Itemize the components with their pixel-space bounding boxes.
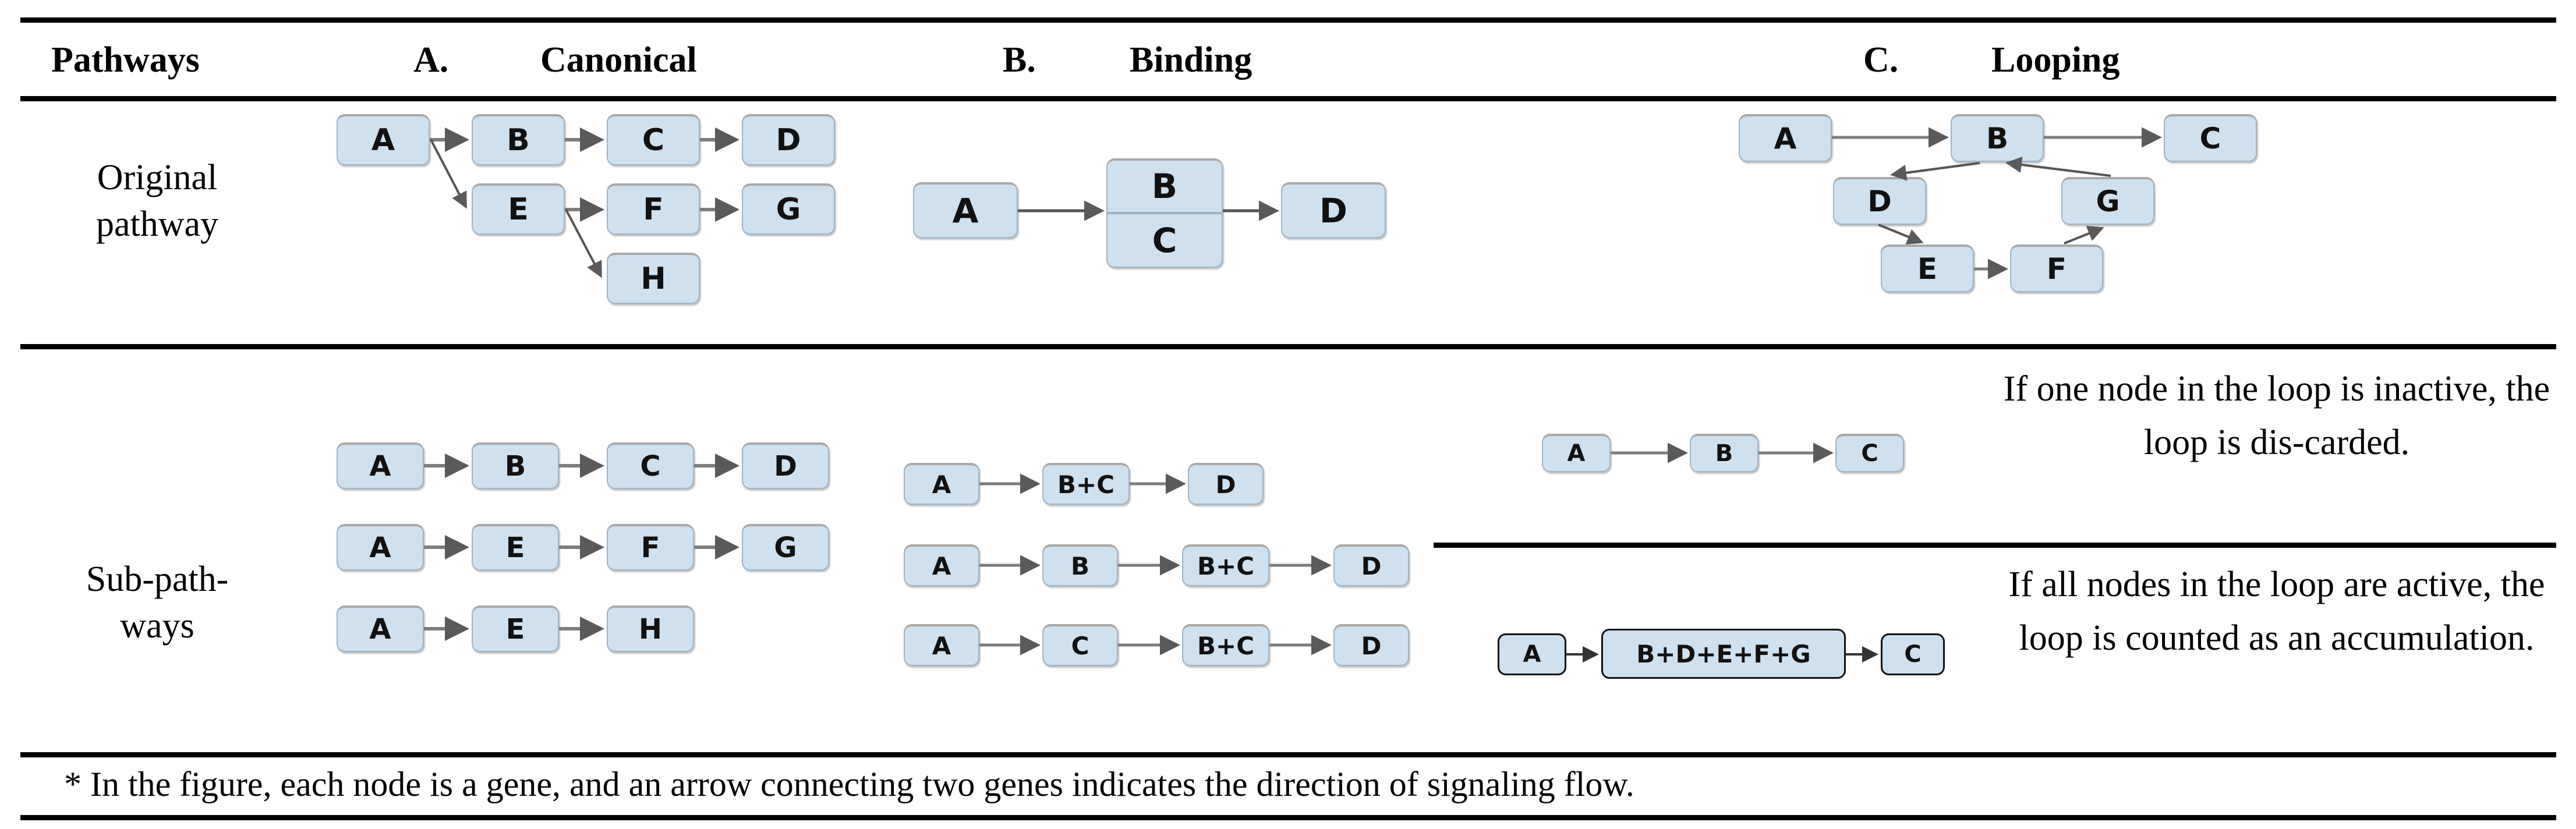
note-active-loop: If all nodes in the loop are active, the… <box>2008 565 2545 658</box>
rule-top <box>20 17 2556 23</box>
node-binding-sub3-0: A <box>904 624 979 666</box>
node-canonical-sub2-2: F <box>607 524 694 571</box>
node-canonical-sub1-2: C <box>607 442 694 489</box>
node-canonical-orig-F: F <box>607 183 700 235</box>
node-looping-orig-E: E <box>1881 245 1974 292</box>
node-binding-sub1-2: D <box>1188 463 1264 505</box>
node-binding-sub1-1: B+C <box>1042 463 1130 505</box>
node-looping-orig-D: D <box>1833 177 1926 225</box>
node-looping-sub-active-2: C <box>1881 633 1945 675</box>
header-pathways: Pathways <box>51 40 200 80</box>
header-a-name: Canonical <box>540 40 697 80</box>
header-a-letter: A. <box>413 40 449 80</box>
rule-under-header <box>20 96 2556 101</box>
row-label-original-pathway: Original pathway <box>12 154 303 247</box>
node-binding-sub2-3: D <box>1333 544 1409 586</box>
node-binding-sub3-2: B+C <box>1182 624 1269 666</box>
node-looping-sub-inactive-2: C <box>1835 434 1904 472</box>
node-canonical-sub2-0: A <box>337 524 424 571</box>
node-binding-sub2-1: B <box>1042 544 1118 586</box>
node-binding-sub2-2: B+C <box>1182 544 1269 586</box>
header-c-name: Looping <box>1991 40 2120 80</box>
header-b-letter: B. <box>1003 40 1036 80</box>
node-canonical-orig-C: C <box>607 114 700 165</box>
node-binding-sub2-0: A <box>904 544 979 586</box>
node-canonical-orig-A: A <box>337 114 430 165</box>
node-canonical-orig-H: H <box>607 253 700 304</box>
node-binding-orig-D: D <box>1281 182 1386 238</box>
node-canonical-orig-E: E <box>472 183 565 235</box>
rule-under-row1 <box>20 344 2556 349</box>
node-looping-orig-F: F <box>2010 245 2103 292</box>
node-canonical-orig-B: B <box>472 114 565 165</box>
note-inactive-loop: If one node in the loop is inactive, the… <box>2003 369 2550 462</box>
node-canonical-sub2-3: G <box>742 524 829 571</box>
row-label-original-line1: Original <box>97 158 218 197</box>
node-looping-orig-B: B <box>1951 114 2044 162</box>
table-footnote: * In the figure, each node is a gene, an… <box>64 765 1634 803</box>
node-canonical-sub3-0: A <box>337 605 424 652</box>
row-label-sub-line1: Sub-path- <box>86 559 229 599</box>
node-binding-sub3-3: D <box>1333 624 1409 666</box>
node-looping-orig-A: A <box>1739 114 1832 162</box>
node-binding-sub1-0: A <box>904 463 979 505</box>
node-canonical-sub1-1: B <box>472 442 559 489</box>
node-canonical-orig-G: G <box>742 183 835 235</box>
node-canonical-sub2-1: E <box>472 524 559 571</box>
node-binding-orig-C: C <box>1106 213 1223 268</box>
node-looping-orig-G: G <box>2061 177 2154 225</box>
node-canonical-sub3-1: E <box>472 605 559 652</box>
header-c-letter: C. <box>1863 40 1899 80</box>
row-label-original-line2: pathway <box>95 204 219 244</box>
node-looping-orig-C: C <box>2164 114 2257 162</box>
row-label-sub-line2: ways <box>120 606 194 646</box>
node-canonical-sub1-3: D <box>742 442 829 489</box>
node-looping-sub-inactive-0: A <box>1542 434 1611 472</box>
node-binding-sub3-1: C <box>1042 624 1118 666</box>
node-canonical-orig-D: D <box>742 114 835 165</box>
rule-bottom <box>20 815 2556 820</box>
rule-looping-split <box>1434 543 2556 548</box>
row-label-sub-pathways: Sub-path- ways <box>12 556 303 649</box>
node-canonical-sub3-2: H <box>607 605 694 652</box>
node-looping-sub-inactive-1: B <box>1690 434 1758 472</box>
node-canonical-sub1-0: A <box>337 442 424 489</box>
rule-above-footnote <box>20 752 2556 757</box>
node-looping-sub-active-1: B+D+E+F+G <box>1601 629 1846 679</box>
header-b-name: Binding <box>1130 40 1252 80</box>
node-binding-orig-A: A <box>913 182 1018 238</box>
node-binding-orig-B: B <box>1106 158 1223 213</box>
node-looping-sub-active-0: A <box>1498 633 1566 675</box>
